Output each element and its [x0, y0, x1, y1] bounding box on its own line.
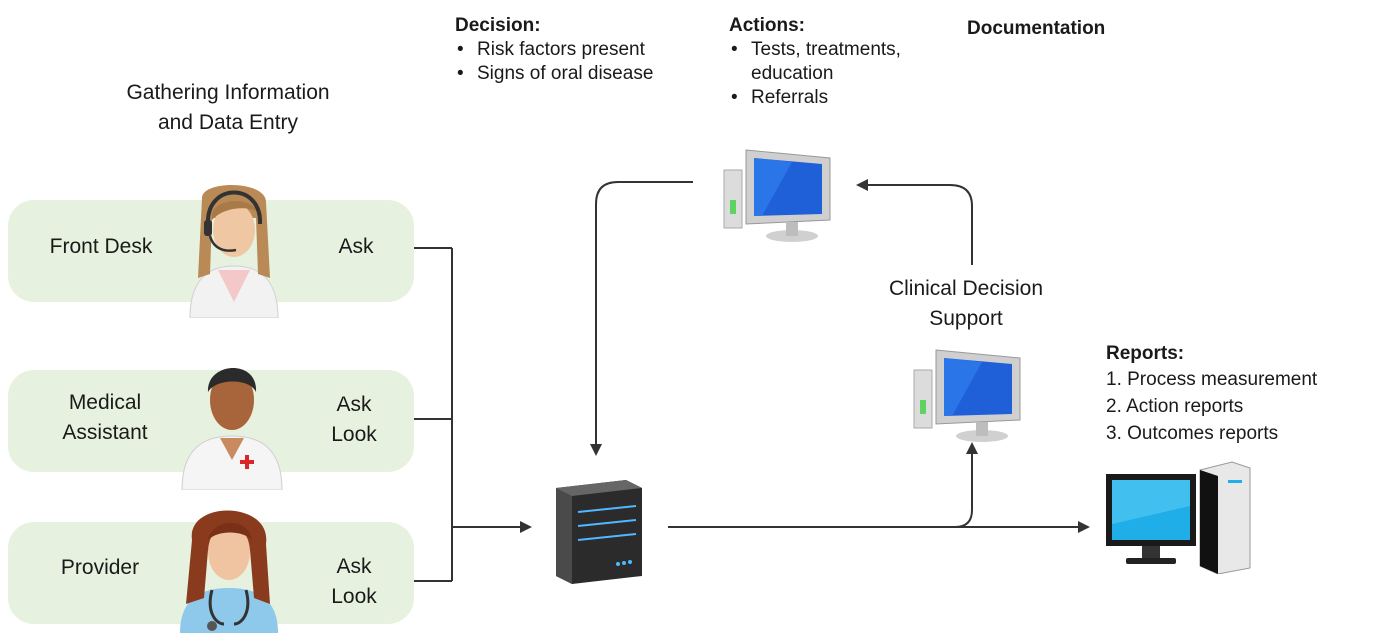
- arrow-to-cds: [954, 442, 978, 528]
- list-item: 1. Process measurement: [1106, 369, 1318, 390]
- reports-list: 1. Process measurement 2. Action reports…: [1106, 366, 1386, 447]
- arrow-to-server-from-monitor: [590, 181, 693, 456]
- reports-heading: Reports:: [1106, 343, 1185, 364]
- actions-list: Tests, treatments, education Referrals: [729, 38, 959, 110]
- provider-action: Ask Look: [331, 555, 377, 608]
- cds-label: Clinical Decision Support: [888, 277, 1044, 330]
- gathering-title-line1: Gathering Information: [126, 81, 330, 104]
- arrow-to-top-monitor: [856, 179, 973, 265]
- front-desk-action: Ask: [338, 235, 374, 258]
- reports-block: Reports: 1. Process measurement 2. Actio…: [1106, 342, 1386, 447]
- cds-monitor-icon: [913, 349, 1021, 442]
- front-desk-label: Front Desk: [49, 235, 153, 258]
- actions-heading: Actions:: [729, 15, 805, 36]
- list-item: Referrals: [729, 86, 959, 110]
- list-item: Signs of oral disease: [455, 62, 715, 86]
- documentation-heading: Documentation: [967, 18, 1106, 39]
- decision-list: Risk factors present Signs of oral disea…: [455, 38, 715, 86]
- list-item: 3. Outcomes reports: [1106, 423, 1279, 444]
- decision-heading: Decision:: [455, 15, 541, 36]
- medical-assistant-icon: [181, 367, 283, 490]
- gathering-title-line2: and Data Entry: [157, 111, 299, 134]
- medical-assistant-action: Ask Look: [331, 393, 377, 446]
- receptionist-headset-icon: [189, 184, 279, 318]
- server-icon: [556, 480, 642, 584]
- list-item: Risk factors present: [455, 38, 715, 62]
- doctor-stethoscope-icon: [180, 510, 278, 633]
- actions-block: Actions: Tests, treatments, education Re…: [729, 14, 959, 110]
- gathering-title: Gathering Information and Data Entry: [80, 78, 376, 138]
- decision-block: Decision: Risk factors present Signs of …: [455, 14, 715, 86]
- medical-assistant-label: Medical Assistant: [62, 391, 148, 444]
- provider-label: Provider: [60, 556, 140, 579]
- monitor-icon: [723, 149, 831, 242]
- list-item: 2. Action reports: [1106, 396, 1244, 417]
- workstation-icon: [1106, 461, 1251, 574]
- list-item: Tests, treatments, education: [729, 38, 959, 86]
